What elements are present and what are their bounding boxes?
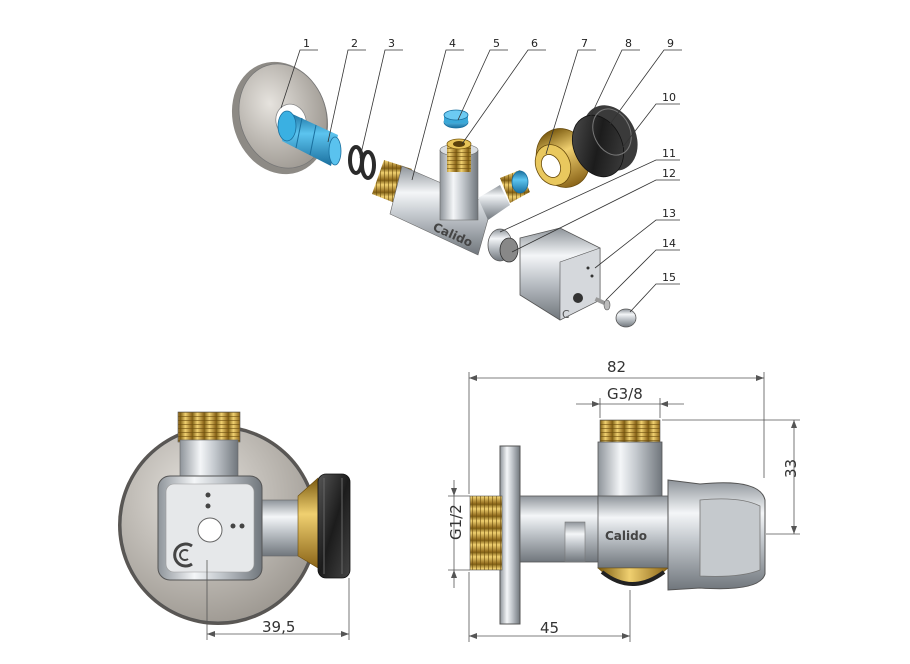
dim-side-depth: 39,5 — [206, 560, 350, 640]
dim-inlet-to-axis-value: 45 — [540, 619, 559, 637]
callout-leaders — [280, 49, 682, 313]
callout-15: 15 — [662, 271, 676, 284]
callout-3: 3 — [388, 37, 395, 50]
callout-4: 4 — [449, 37, 456, 50]
callout-1: 1 — [303, 37, 310, 50]
dim-inlet-thread: G1/2 — [447, 480, 470, 588]
handle-logo-icon: C — [562, 308, 570, 321]
callout-8: 8 — [625, 37, 632, 50]
part-handle: C — [487, 227, 601, 321]
dim-height-value: 33 — [782, 459, 800, 478]
callout-2: 2 — [351, 37, 358, 50]
callout-6: 6 — [531, 37, 538, 50]
dim-side-depth-value: 39,5 — [262, 618, 295, 636]
dim-outlet-thread: G3/8 — [576, 385, 684, 418]
part-blue-cap — [443, 109, 469, 129]
part-cap — [615, 308, 637, 328]
dim-height: 33 — [662, 419, 800, 535]
callout-9: 9 — [667, 37, 674, 50]
front-view: Calido — [469, 419, 766, 625]
part-o-rings — [348, 145, 376, 180]
part-knob — [571, 105, 638, 178]
part-blue-insert — [277, 110, 342, 166]
end-view — [118, 411, 351, 625]
callout-10: 10 — [662, 91, 676, 104]
callout-7: 7 — [581, 37, 588, 50]
dim-outlet-thread-value: G3/8 — [607, 385, 643, 403]
callout-11: 11 — [662, 147, 676, 160]
callout-14: 14 — [662, 237, 676, 250]
brand-logo-icon — [173, 542, 193, 568]
callout-numbers: 1 2 3 4 5 6 7 8 9 10 11 12 13 14 15 — [303, 37, 676, 284]
dim-inlet-thread-value: G1/2 — [447, 504, 465, 540]
dim-overall-length: 82 — [468, 358, 765, 494]
dim-inlet-to-axis: 45 — [468, 572, 631, 642]
dim-overall-length-value: 82 — [607, 358, 626, 376]
exploded-view: Calido — [231, 61, 638, 328]
callout-12: 12 — [662, 167, 676, 180]
part-blue-fitting — [511, 170, 529, 194]
part-screw — [594, 297, 611, 311]
callout-13: 13 — [662, 207, 676, 220]
callout-5: 5 — [493, 37, 500, 50]
part-brass-nipple — [446, 138, 472, 172]
front-brand-text: Calido — [605, 529, 647, 543]
